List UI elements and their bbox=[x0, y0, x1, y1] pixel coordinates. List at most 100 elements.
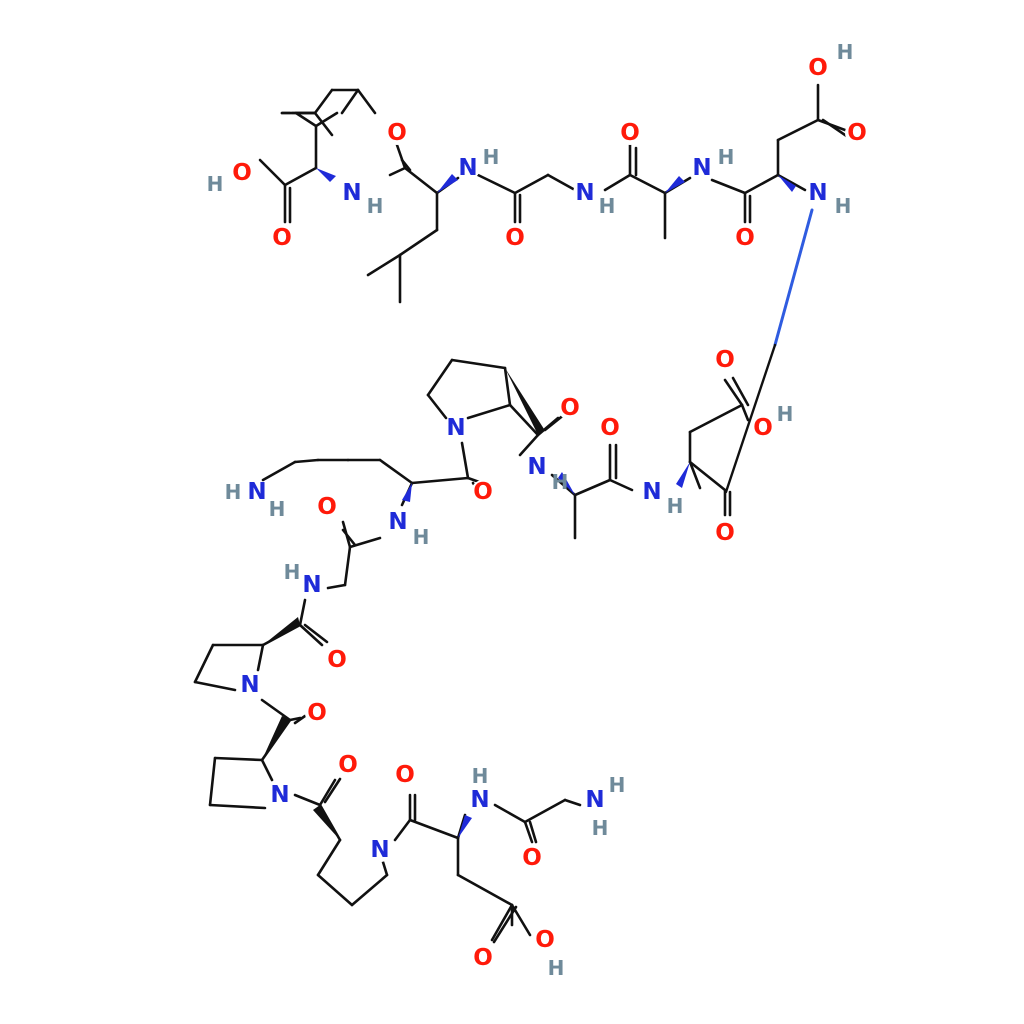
atom-label-background bbox=[806, 56, 830, 80]
single-bond bbox=[523, 820, 534, 844]
oxygen-atom-label: O bbox=[272, 225, 292, 251]
atom-label-background bbox=[806, 181, 830, 205]
single-bond bbox=[314, 111, 339, 128]
atom-label-background bbox=[444, 416, 468, 440]
single-bond bbox=[283, 166, 318, 187]
nitrogen-atom-label: N bbox=[585, 787, 604, 813]
atom-label-background bbox=[640, 480, 664, 504]
double-bond-line bbox=[303, 623, 329, 644]
atom-label-background bbox=[315, 495, 339, 519]
stereo-wedge bbox=[676, 462, 690, 488]
hydrogen-atom-label: H bbox=[483, 145, 500, 169]
double-bond-line bbox=[293, 714, 307, 725]
single-bond bbox=[776, 173, 807, 192]
single-bond bbox=[258, 158, 287, 187]
double-bond-line bbox=[731, 376, 750, 407]
double-bond-line bbox=[341, 528, 357, 547]
atom-label-background bbox=[573, 181, 597, 205]
single-bond bbox=[740, 403, 750, 422]
atom-label-background bbox=[598, 416, 622, 440]
double-bond-line bbox=[528, 820, 538, 844]
atom-label-background bbox=[533, 928, 557, 952]
single-bond bbox=[450, 358, 507, 370]
hydrogen-atom-label: H bbox=[367, 194, 384, 218]
atom-label-background bbox=[618, 121, 642, 145]
atom-label-background bbox=[690, 156, 714, 180]
single-bond bbox=[723, 378, 744, 407]
oxygen-atom-label: O bbox=[715, 347, 735, 373]
single-bond bbox=[573, 478, 612, 497]
stereo-wedge bbox=[778, 175, 796, 192]
single-bond bbox=[426, 358, 454, 397]
single-bond bbox=[340, 88, 360, 115]
atom-label-background bbox=[471, 480, 495, 504]
single-bond bbox=[518, 433, 540, 457]
nitrogen-atom-label: N bbox=[240, 672, 259, 698]
hydrogen-atom-label: H bbox=[284, 560, 301, 584]
single-bond bbox=[350, 873, 389, 907]
hydrogen-atom-label: H bbox=[413, 525, 430, 549]
oxygen-atom-label: O bbox=[753, 415, 773, 441]
atom-label-background bbox=[268, 783, 292, 807]
oxygen-atom-label: O bbox=[473, 945, 493, 971]
single-bond bbox=[193, 643, 215, 684]
double-bond-line bbox=[400, 158, 412, 172]
single-bond bbox=[550, 473, 577, 497]
single-bond bbox=[776, 118, 820, 142]
oxygen-atom-label: O bbox=[387, 120, 407, 146]
single-bond bbox=[628, 173, 667, 195]
single-bond bbox=[493, 803, 527, 824]
atom-label-background bbox=[468, 788, 492, 812]
single-bond bbox=[403, 166, 439, 195]
atom-label-background bbox=[713, 348, 737, 372]
nitrogen-atom-label: N bbox=[446, 415, 465, 441]
single-bond bbox=[213, 756, 264, 762]
single-bond bbox=[688, 460, 702, 490]
single-bond bbox=[288, 716, 302, 722]
hydrogen-atom-label: H bbox=[609, 773, 626, 797]
atom-label-background bbox=[386, 510, 410, 534]
single-bond bbox=[476, 173, 517, 195]
highlight-bond-blue bbox=[773, 208, 814, 347]
nitrogen-atom-label: N bbox=[470, 787, 489, 813]
single-bond bbox=[688, 403, 744, 434]
single-bond bbox=[743, 173, 780, 195]
single-bond bbox=[388, 166, 407, 177]
single-bond bbox=[208, 803, 267, 810]
single-bond bbox=[710, 178, 747, 195]
nitrogen-atom-label: N bbox=[692, 155, 711, 181]
oxygen-atom-label: O bbox=[317, 494, 337, 520]
single-bond bbox=[313, 88, 334, 115]
single-bond bbox=[688, 460, 727, 492]
hydrogen-atom-label: H bbox=[777, 402, 794, 426]
nitrogen-atom-label: N bbox=[527, 454, 546, 480]
oxygen-atom-label: O bbox=[808, 55, 828, 81]
single-bond bbox=[523, 798, 567, 824]
oxygen-atom-label: O bbox=[715, 520, 735, 546]
stereo-wedge bbox=[505, 368, 544, 435]
hydrogen-atom-label: H bbox=[835, 194, 852, 218]
oxygen-atom-label: O bbox=[735, 225, 755, 251]
single-bond bbox=[261, 460, 297, 482]
single-bond bbox=[298, 598, 307, 627]
atom-label-background bbox=[300, 573, 324, 597]
hydrogen-atom-label: H bbox=[599, 194, 616, 218]
nitrogen-atom-label: N bbox=[575, 180, 594, 206]
single-bond bbox=[208, 756, 217, 807]
single-bond bbox=[298, 623, 324, 647]
single-bond bbox=[513, 173, 550, 195]
single-bond bbox=[378, 458, 414, 485]
nitrogen-atom-label: N bbox=[458, 155, 477, 181]
double-bond-line bbox=[543, 412, 567, 432]
atom-label-background bbox=[340, 181, 364, 205]
single-bond bbox=[410, 476, 470, 485]
hydrogen-atom-label: H bbox=[552, 470, 569, 494]
atom-label-background bbox=[368, 838, 392, 862]
single-bond bbox=[316, 838, 342, 877]
single-bond bbox=[466, 403, 512, 420]
oxygen-atom-label: O bbox=[620, 120, 640, 146]
single-bond bbox=[456, 873, 514, 907]
oxygen-atom-label: O bbox=[232, 160, 252, 186]
nitrogen-atom-label: N bbox=[270, 782, 289, 808]
